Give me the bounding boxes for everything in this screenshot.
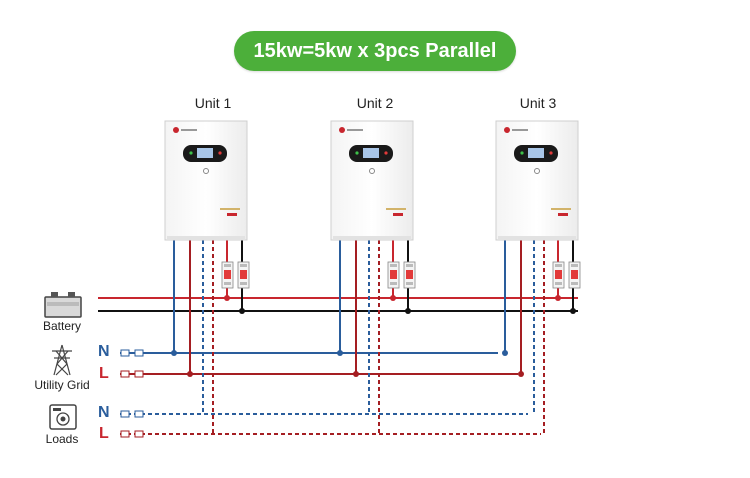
breaker-toggle [571, 270, 578, 279]
utility-grid-bus [120, 352, 518, 375]
loads-l-connector [120, 430, 144, 438]
junction-dot [570, 308, 576, 314]
diagram-title: 15kw=5kw x 3pcs Parallel [234, 31, 516, 71]
breaker-terminal [240, 264, 247, 267]
inverter-led [355, 151, 359, 155]
junction-dot [518, 371, 524, 377]
junction-dot [187, 371, 193, 377]
inverter-model-label [551, 208, 571, 210]
inverter-led [189, 151, 193, 155]
breaker-toggle [406, 270, 413, 279]
inverter-unit-2 [330, 120, 414, 241]
inverter-unit-3 [495, 120, 579, 241]
breaker-toggle [224, 270, 231, 279]
breaker-toggle [390, 270, 397, 279]
inverter-lcd-screen [363, 148, 379, 158]
breaker-terminal [571, 282, 578, 285]
dc-breaker-1-2 [237, 261, 250, 289]
power-button-icon [534, 168, 540, 174]
breaker-terminal [390, 264, 397, 267]
inverter-base [498, 236, 576, 240]
breaker-terminal [555, 264, 562, 267]
utility-pylon-icon [52, 344, 72, 376]
unit-3-label: Unit 3 [519, 95, 557, 111]
terminal-connectors [120, 349, 144, 438]
breaker-terminal [406, 282, 413, 285]
battery-label: Battery [42, 319, 81, 333]
inverter-led [218, 151, 222, 155]
inverter-lcd-screen [197, 148, 213, 158]
junction-dot [502, 350, 508, 356]
unit-1-label: Unit 1 [194, 95, 232, 111]
grid-n-connector [120, 349, 144, 357]
inverter-base [167, 236, 245, 240]
ce-mark-icon [227, 213, 237, 216]
inverter-body [330, 120, 414, 241]
grid-l-connector [120, 370, 144, 378]
junction-dot [405, 308, 411, 314]
breaker-terminal [240, 282, 247, 285]
dc-breaker-3-2 [568, 261, 581, 289]
inverter-led [384, 151, 388, 155]
breaker-terminal [224, 264, 231, 267]
junction-dot [390, 295, 396, 301]
breaker-toggle [555, 270, 562, 279]
inverter-brand-text [512, 129, 528, 131]
breakers [221, 261, 581, 289]
inverter-brand-logo [504, 127, 510, 133]
loads-neutral-letter: N [98, 404, 110, 421]
inverter-led [549, 151, 553, 155]
loads-n-connector [120, 410, 144, 418]
inverter-body [164, 120, 248, 241]
breaker-terminal [555, 282, 562, 285]
dc-breaker-2-1 [387, 261, 400, 289]
utility-grid-label: Utility Grid [34, 378, 90, 392]
grid-neutral-letter: N [98, 343, 110, 360]
power-button-icon [203, 168, 209, 174]
inverter-lcd-screen [528, 148, 544, 158]
battery-bus [98, 297, 578, 312]
loads-live-letter: L [99, 425, 109, 442]
junction-dot [239, 308, 245, 314]
unit-2-label: Unit 2 [356, 95, 394, 111]
dc-breaker-3-1 [552, 261, 565, 289]
breaker-terminal [224, 282, 231, 285]
junction-dot [555, 295, 561, 301]
loads-bus [120, 413, 541, 435]
inverter-unit-1 [164, 120, 248, 241]
junction-dot [224, 295, 230, 301]
grid-live-letter: L [99, 365, 109, 382]
inverter-led [520, 151, 524, 155]
junction-dot [337, 350, 343, 356]
inverter-body [495, 120, 579, 241]
inverters [164, 120, 579, 241]
inverter-brand-text [347, 129, 363, 131]
breaker-terminal [406, 264, 413, 267]
inverter-brand-logo [339, 127, 345, 133]
ce-mark-icon [393, 213, 403, 216]
dc-breaker-1-1 [221, 261, 234, 289]
ce-mark-icon [558, 213, 568, 216]
inverter-brand-logo [173, 127, 179, 133]
power-button-icon [369, 168, 375, 174]
inverter-brand-text [181, 129, 197, 131]
loads-label: Loads [45, 432, 79, 446]
inverter-model-label [386, 208, 406, 210]
battery-icon [44, 292, 82, 318]
junction-dots [171, 295, 576, 377]
loads-icon [49, 404, 77, 430]
unit-wires [173, 240, 574, 434]
breaker-terminal [390, 282, 397, 285]
inverter-model-label [220, 208, 240, 210]
inverter-base [333, 236, 411, 240]
junction-dot [171, 350, 177, 356]
dc-breaker-2-2 [403, 261, 416, 289]
junction-dot [353, 371, 359, 377]
breaker-terminal [571, 264, 578, 267]
breaker-toggle [240, 270, 247, 279]
